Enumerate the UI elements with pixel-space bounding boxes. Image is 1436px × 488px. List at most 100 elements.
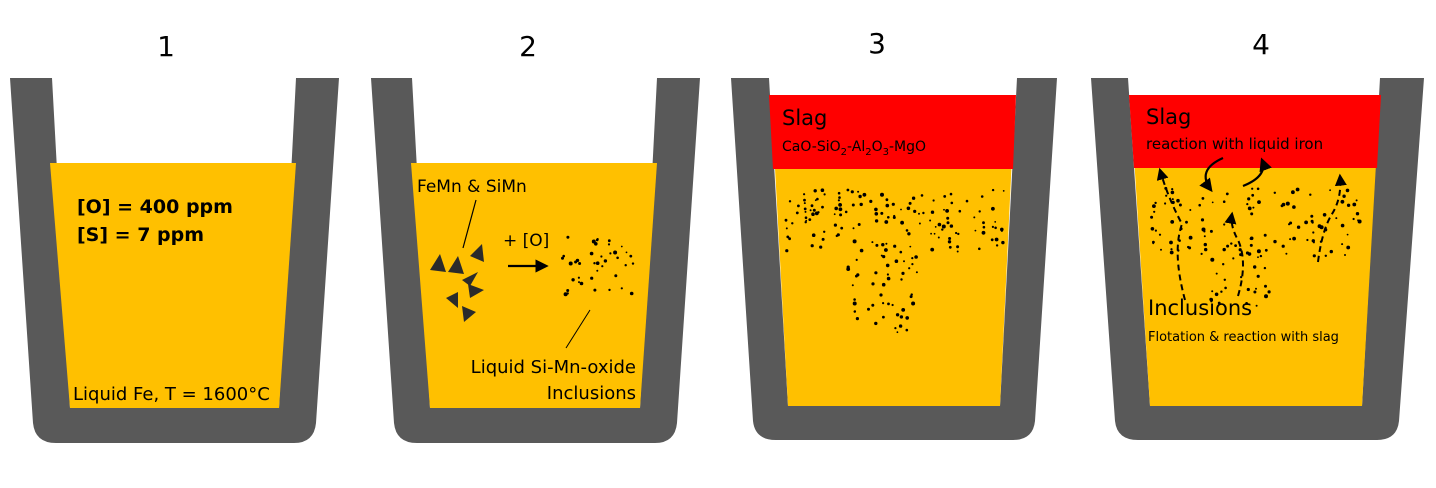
inclusion-dot <box>874 219 879 223</box>
inclusion-dot <box>1255 287 1257 290</box>
inclusion-dot <box>803 207 807 211</box>
inclusion-dot <box>941 224 946 229</box>
inclusion-dot <box>1256 274 1260 278</box>
inclusion-dot <box>1273 239 1277 244</box>
inclusion-dot <box>814 199 817 202</box>
inclusion-dot <box>844 210 848 214</box>
inclusion-dot <box>1310 214 1314 218</box>
inclusion-dot <box>855 317 860 321</box>
inclusion-dot <box>838 203 842 207</box>
alloy-particle <box>470 244 484 262</box>
inclusion-dot <box>885 263 890 268</box>
inclusion-dot <box>1289 238 1292 241</box>
inclusion-dot <box>981 230 986 235</box>
inclusion-dot <box>1355 199 1358 202</box>
inclusion-dot <box>1150 227 1155 231</box>
inclusion-dot <box>607 243 611 246</box>
inclusion-dot <box>862 192 867 197</box>
inclusion-dot <box>858 194 862 199</box>
inclusion-dot <box>620 287 623 290</box>
inclusion-dot <box>1222 263 1225 266</box>
inclusion-dot <box>1259 254 1263 258</box>
inclusion-dot <box>1281 202 1286 207</box>
inclusion-dot <box>1257 256 1259 259</box>
inclusion-dot <box>804 210 807 213</box>
inclusion-dot <box>797 204 800 208</box>
inclusion-dot <box>816 197 819 201</box>
inclusion-dot <box>857 223 861 226</box>
panel-2-inclusion-leader-line <box>565 309 591 349</box>
inclusion-dot <box>1185 220 1188 224</box>
inclusion-dot <box>834 207 838 210</box>
inclusion-dot <box>596 269 599 272</box>
inclusion-dot <box>846 188 850 192</box>
inclusion-dot <box>994 226 997 230</box>
inclusion-dot <box>886 276 891 281</box>
inclusion-dot <box>1000 229 1004 232</box>
inclusion-dot <box>1178 239 1181 242</box>
inclusion-dot <box>929 219 932 222</box>
panel-3-number: 3 <box>868 27 886 60</box>
inclusion-dot <box>784 218 788 222</box>
inclusion-dot <box>1246 203 1249 206</box>
panel-2-ladle-wall <box>371 78 700 443</box>
inclusion-dot <box>1329 189 1331 192</box>
inclusion-dot <box>1154 229 1157 232</box>
inclusion-dot <box>1201 197 1205 200</box>
inclusion-dot <box>1312 254 1316 258</box>
inclusion-dot <box>905 229 909 232</box>
panel-2-number: 2 <box>519 30 537 63</box>
inclusion-dot <box>1250 212 1254 216</box>
inclusion-dot <box>882 302 885 305</box>
inclusion-dot <box>1176 198 1180 203</box>
inclusion-dot <box>1346 245 1351 250</box>
inclusion-dot <box>922 211 925 215</box>
inclusion-dot <box>950 201 954 205</box>
inclusion-dot <box>948 245 952 249</box>
inclusion-dot <box>577 276 581 279</box>
inclusion-dot <box>937 236 940 239</box>
inclusion-dot <box>852 227 855 230</box>
inclusion-dot <box>1306 238 1309 242</box>
inclusion-dot <box>809 209 812 212</box>
panel-3-liquid-iron <box>771 95 1015 406</box>
inclusion-dot <box>1285 201 1290 206</box>
inclusion-dot <box>609 252 612 255</box>
inclusion-dot <box>803 193 806 196</box>
panel-1-sulfur-label: [S] = 7 ppm <box>77 224 204 246</box>
inclusion-dot <box>914 255 918 259</box>
inclusion-dot <box>882 315 885 319</box>
inclusion-dot <box>859 248 864 253</box>
inclusion-dot <box>1248 253 1251 256</box>
inclusion-dot <box>1256 187 1260 191</box>
inclusion-dot <box>1249 236 1254 241</box>
inclusion-dot <box>920 194 924 197</box>
inclusion-dot <box>1255 304 1258 307</box>
inclusion-dot <box>884 220 889 224</box>
inclusion-dot <box>562 254 565 258</box>
inclusion-dot <box>1346 203 1351 207</box>
inclusion-dot <box>978 210 981 213</box>
inclusion-dot <box>1257 200 1261 205</box>
inclusion-dot <box>1323 228 1328 232</box>
inclusion-dot <box>874 207 878 212</box>
panel-1: 1 [O] = 400 ppm [S] = 7 ppm Liquid Fe, T… <box>10 30 339 443</box>
inclusion-dot <box>594 242 598 246</box>
inclusion-dot <box>631 262 635 265</box>
panel-4: 4 Slag reaction with liquid iron Inclusi… <box>1091 28 1424 440</box>
inclusion-dot <box>608 288 611 292</box>
inclusion-dot <box>1220 290 1223 293</box>
inclusion-dot <box>629 254 633 258</box>
inclusion-dot <box>1263 233 1267 237</box>
inclusion-dot <box>785 249 789 253</box>
inclusion-dot <box>1170 190 1175 195</box>
inclusion-dot <box>1239 253 1243 257</box>
inclusion-dot <box>1256 249 1261 254</box>
inclusion-dot <box>810 244 814 248</box>
inclusion-dot <box>853 310 857 313</box>
inclusion-dot <box>871 303 875 307</box>
inclusion-dot <box>1152 204 1156 209</box>
inclusion-dot <box>958 209 962 213</box>
inclusion-dot <box>906 206 911 211</box>
inclusion-dot <box>930 210 935 214</box>
